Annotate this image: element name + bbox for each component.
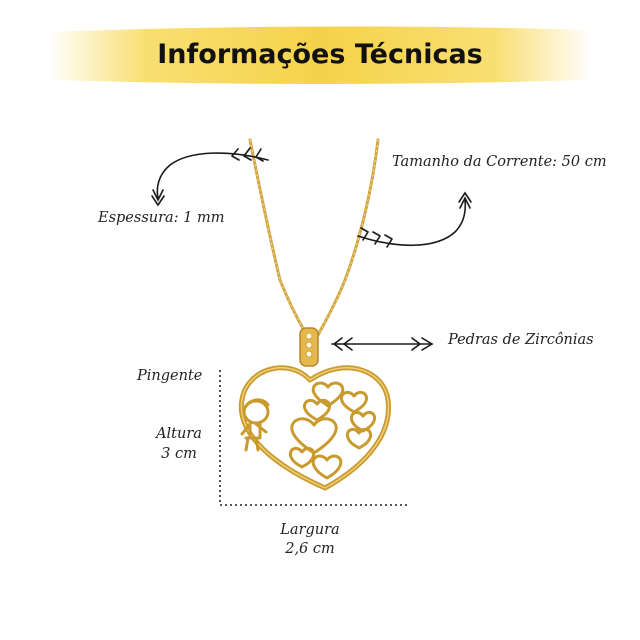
necklace-chain bbox=[248, 138, 380, 337]
pendant-bail bbox=[299, 327, 319, 367]
child-figure bbox=[240, 398, 270, 452]
width-value: 2,6 cm bbox=[285, 541, 335, 557]
page-title: Informações Técnicas bbox=[157, 39, 483, 70]
width-label: Largura bbox=[280, 522, 340, 538]
banner-background bbox=[48, 26, 592, 85]
height-label: Altura bbox=[156, 426, 202, 442]
pendant-label: Pingente bbox=[137, 368, 203, 384]
measurement-lines bbox=[219, 370, 408, 506]
stones-label: Pedras de Zircônias bbox=[448, 332, 594, 348]
thickness-label: Espessura: 1 mm bbox=[98, 210, 225, 226]
curved-arrow-up-icon bbox=[357, 191, 472, 248]
curved-arrow-down-icon bbox=[151, 147, 269, 207]
chain-length-label: Tamanho da Corrente: 50 cm bbox=[392, 154, 607, 170]
title-banner: Informações Técnicas bbox=[40, 24, 600, 86]
arrow-left-icon bbox=[331, 337, 434, 351]
heart-pendant bbox=[238, 365, 391, 491]
height-value: 3 cm bbox=[161, 446, 197, 462]
